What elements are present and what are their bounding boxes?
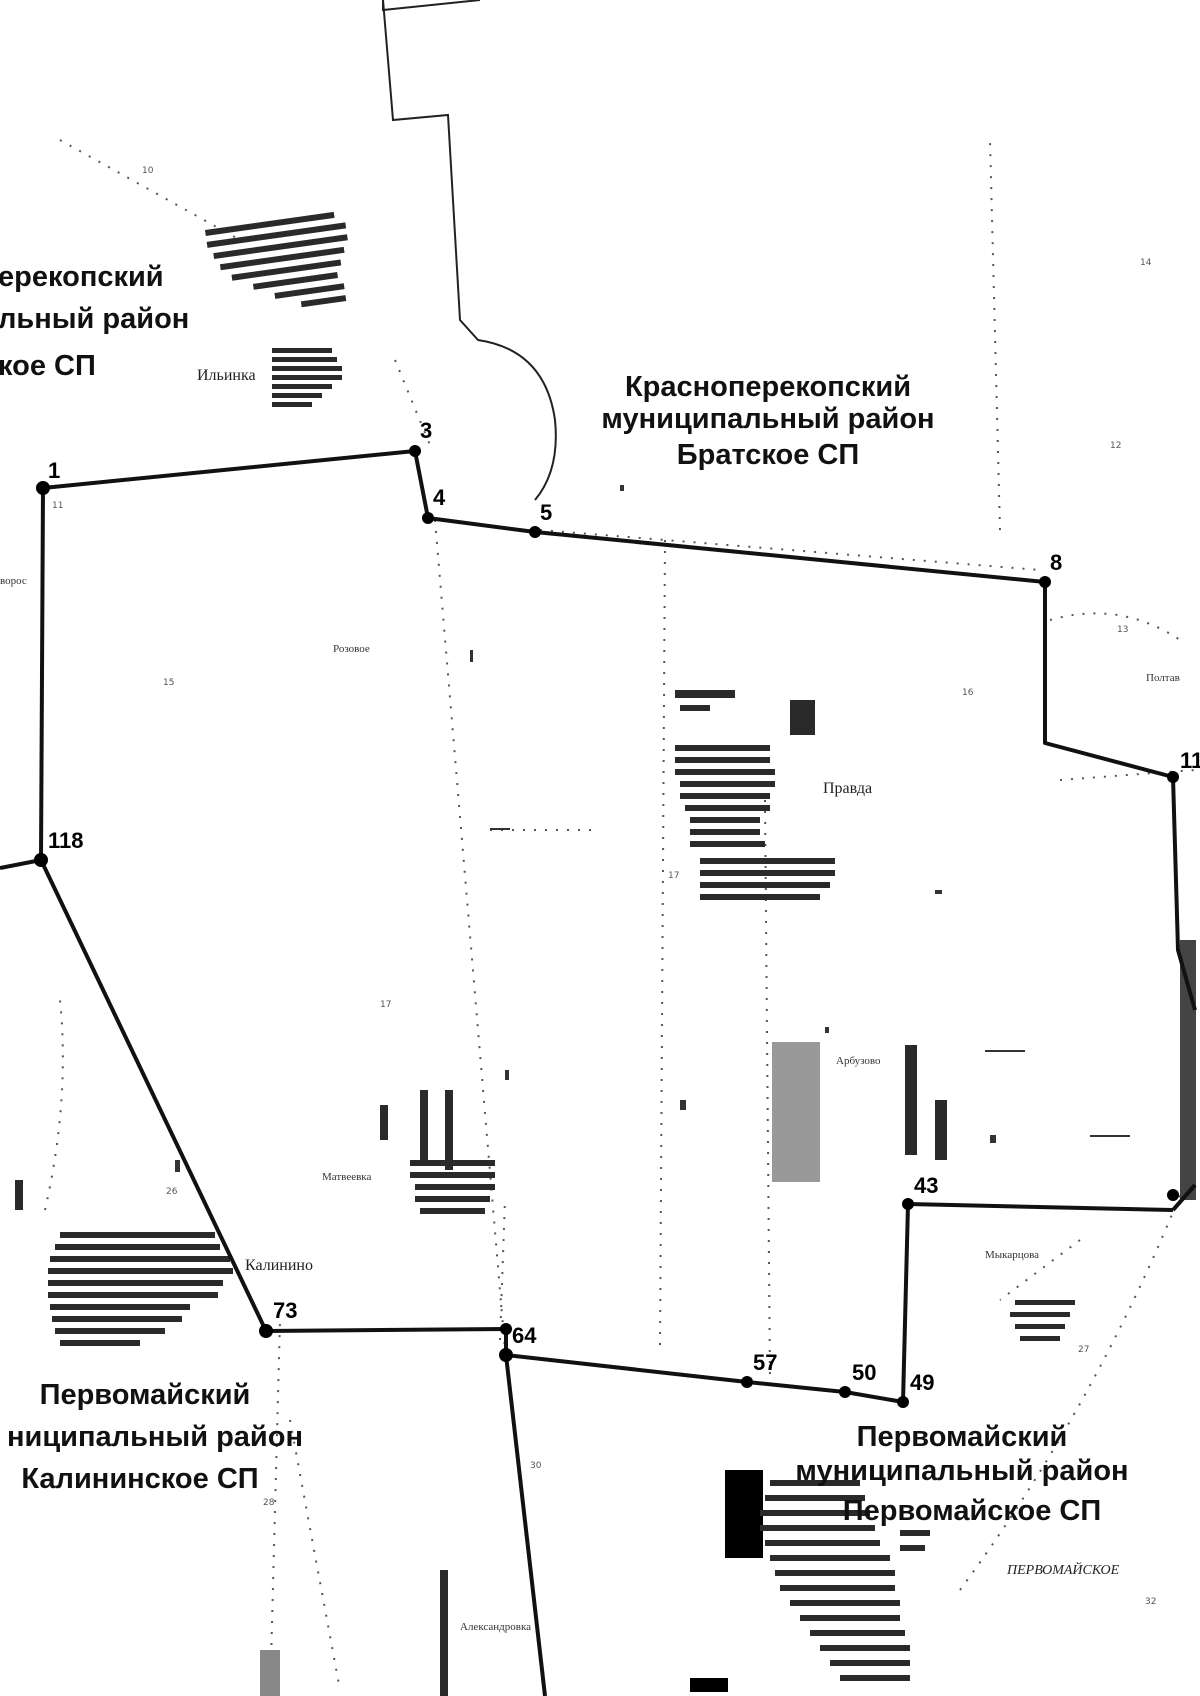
point-label-4: 4 xyxy=(433,485,446,510)
village-voros: ворос xyxy=(0,575,27,587)
settlement-ilyinka-south xyxy=(272,348,342,407)
svg-text:ерекопский: ерекопский xyxy=(0,261,164,293)
region-label-nw: ерекопский льный район кое СП xyxy=(0,261,189,382)
settlement-south xyxy=(260,1570,448,1696)
settlement-ilyinka-north xyxy=(205,211,348,308)
svg-text:Первомайский: Первомайский xyxy=(857,1421,1068,1453)
grid-numbers: 10 11 12 13 14 15 16 17 17 26 27 28 30 3… xyxy=(52,166,1156,1607)
svg-text:муниципальный район: муниципальный район xyxy=(601,403,934,435)
settlements xyxy=(15,211,1196,1696)
vertex-11 xyxy=(1167,771,1179,783)
grid-number: 10 xyxy=(142,166,154,176)
grid-number: 32 xyxy=(1145,1597,1156,1607)
district-boundary-line-top xyxy=(382,0,481,12)
survey-dots xyxy=(175,485,1130,1172)
boundary-segment-east xyxy=(1171,776,1197,1011)
vertex-1 xyxy=(36,481,50,495)
grid-number: 27 xyxy=(1078,1345,1089,1355)
grid-number: 28 xyxy=(263,1498,275,1508)
vertex-64a xyxy=(500,1323,512,1335)
region-label-se: Первомайский муниципальный район Первома… xyxy=(795,1421,1128,1527)
vertex-57 xyxy=(741,1376,753,1388)
vertex-73 xyxy=(259,1324,273,1338)
svg-text:Калининское СП: Калининское СП xyxy=(21,1463,258,1495)
vertex-43 xyxy=(902,1198,914,1210)
district-boundary-line xyxy=(382,0,557,501)
vertex-49 xyxy=(897,1396,909,1408)
point-label-118: 118 xyxy=(48,828,84,853)
vertex-east xyxy=(1167,1189,1179,1201)
boundary-segment-south-spur xyxy=(504,1354,547,1696)
point-label-57: 57 xyxy=(753,1350,777,1375)
point-label-11: 11 xyxy=(1180,748,1200,773)
point-label-1: 1 xyxy=(48,458,60,483)
region-label-sw: Первомайский ниципальный район Калининск… xyxy=(7,1379,303,1495)
settlement-east xyxy=(1010,1300,1075,1341)
region-label-north: Красноперекопский муниципальный район Бр… xyxy=(601,371,934,471)
vertex-3 xyxy=(409,445,421,457)
vertex-4 xyxy=(422,512,434,524)
village-ilyinka: Ильинка xyxy=(197,367,256,384)
village-arbuzovo: Арбузово xyxy=(836,1055,881,1067)
vertex-64 xyxy=(499,1348,513,1362)
village-matveevka: Матвеевка xyxy=(322,1171,371,1183)
svg-text:Первомайский: Первомайский xyxy=(40,1379,251,1411)
village-poltav: Полтав xyxy=(1146,672,1180,684)
settlement-pervomaiskoe xyxy=(690,1470,930,1692)
grid-number: 26 xyxy=(166,1187,178,1197)
grid-number: 16 xyxy=(962,688,974,698)
point-label-5: 5 xyxy=(540,500,552,525)
grid-number: 13 xyxy=(1117,625,1128,635)
village-aleks: Александровка xyxy=(460,1621,531,1633)
settlement-pravda xyxy=(675,690,835,900)
point-label-73: 73 xyxy=(273,1298,297,1323)
settlement-arbuzovo xyxy=(772,1042,947,1182)
grid-number: 17 xyxy=(380,1000,391,1010)
boundary-segment-southeast xyxy=(1171,1183,1197,1212)
vertex-50 xyxy=(839,1386,851,1398)
village-pravda: Правда xyxy=(823,780,872,797)
point-label-43: 43 xyxy=(914,1173,938,1198)
point-label-3: 3 xyxy=(420,418,432,443)
village-kalinino: Калинино xyxy=(245,1257,313,1274)
point-label-49: 49 xyxy=(910,1370,934,1395)
grid-number: 15 xyxy=(163,678,174,688)
village-rozovoe: Розовое xyxy=(333,643,370,655)
vertex-8 xyxy=(1039,576,1051,588)
grid-number: 30 xyxy=(530,1461,542,1471)
settlement-kalinino xyxy=(15,1180,233,1346)
svg-text:льный район: льный район xyxy=(0,303,189,335)
settlement-matveevka xyxy=(380,1090,495,1214)
svg-text:кое СП: кое СП xyxy=(0,350,96,382)
grid-number: 11 xyxy=(52,501,63,511)
svg-text:Первомайское СП: Первомайское СП xyxy=(843,1495,1101,1527)
village-pervomaiskoe: ПЕРВОМАЙСКОЕ xyxy=(1006,1561,1120,1578)
point-label-64: 64 xyxy=(512,1323,537,1348)
svg-text:ниципальный район: ниципальный район xyxy=(7,1421,303,1453)
point-label-8: 8 xyxy=(1050,550,1062,575)
vertex-118 xyxy=(34,853,48,867)
village-murzynka: Мыкарцова xyxy=(985,1249,1039,1261)
point-label-50: 50 xyxy=(852,1360,876,1385)
svg-text:Братское СП: Братское СП xyxy=(677,439,859,471)
vertex-5 xyxy=(529,526,541,538)
village-labels: Ильинка Правда Калинино ПЕРВОМАЙСКОЕ Арб… xyxy=(0,367,1180,1633)
grid-number: 12 xyxy=(1110,441,1121,451)
svg-text:Красноперекопский: Красноперекопский xyxy=(625,371,911,403)
grid-number: 14 xyxy=(1140,258,1152,268)
grid-number: 17 xyxy=(668,871,679,881)
svg-text:муниципальный район: муниципальный район xyxy=(795,1455,1128,1487)
boundary-point-labels: 1 3 4 5 8 11 118 43 73 64 57 50 49 xyxy=(48,418,1200,1395)
boundary-vertices xyxy=(34,445,1179,1408)
